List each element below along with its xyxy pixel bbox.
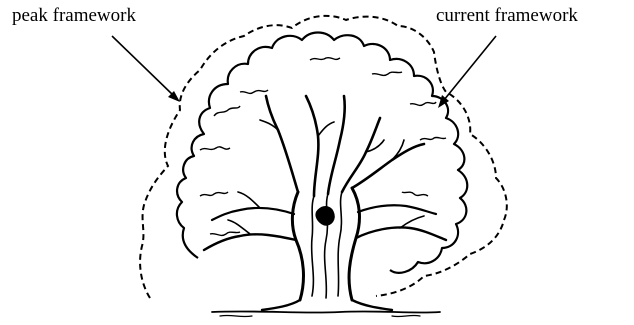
- peak-framework-label: peak framework: [12, 5, 136, 26]
- current-framework-crown: [175, 31, 469, 274]
- tree-roots-ground: [211, 298, 441, 318]
- peak-framework-outline: [139, 14, 508, 299]
- tree-trunk: [202, 94, 448, 302]
- current-framework-label: current framework: [436, 5, 578, 26]
- foliage-texture: [199, 56, 447, 237]
- current-arrow: [438, 35, 497, 108]
- peak-arrow: [111, 35, 180, 102]
